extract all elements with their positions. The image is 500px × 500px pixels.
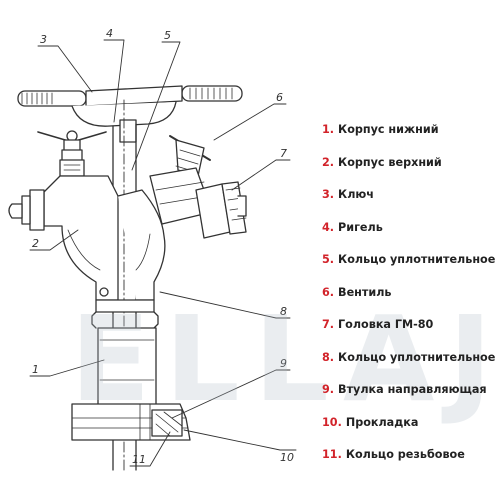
legend-label: Кольцо резьбовое [345, 448, 465, 461]
key-handle [17, 85, 243, 143]
right-valve [149, 135, 213, 225]
svg-text:7: 7 [280, 147, 287, 160]
parts-legend: 1.Корпус нижний 2.Корпус верхний 3.Ключ … [322, 114, 500, 472]
legend-label: Втулка направляющая [338, 383, 487, 396]
legend-item: 6.Вентиль [322, 277, 500, 310]
svg-text:11: 11 [132, 453, 146, 466]
legend-item: 4.Ригель [322, 212, 500, 245]
legend-item: 7.Головка ГМ-80 [322, 309, 500, 342]
legend-item: 2.Корпус верхний [322, 147, 500, 180]
legend-number: 1. [322, 123, 335, 136]
legend-label: Корпус нижний [338, 123, 439, 136]
svg-text:1: 1 [32, 363, 39, 376]
legend-number: 9. [322, 383, 335, 396]
svg-text:4: 4 [106, 27, 113, 40]
legend-label: Ключ [338, 188, 374, 201]
svg-text:2: 2 [32, 237, 39, 250]
callout-11: 11 [132, 453, 146, 466]
upper-body [8, 175, 166, 301]
svg-text:9: 9 [280, 357, 287, 370]
lower-body [91, 287, 159, 409]
legend-number: 8. [322, 350, 335, 364]
legend-label: Ригель [338, 220, 383, 234]
legend-label: Прокладка [345, 415, 419, 429]
callout-7: 7 [280, 147, 287, 160]
callout-10: 10 [280, 451, 294, 464]
callout-6: 6 [276, 91, 283, 104]
legend-number: 7. [322, 318, 335, 331]
legend-number: 11. [322, 448, 342, 461]
coupling-head [195, 181, 247, 239]
svg-text:8: 8 [280, 305, 287, 318]
legend-item: 11.Кольцо резьбовое [322, 439, 500, 472]
legend-item: 1.Корпус нижний [322, 114, 500, 147]
svg-text:10: 10 [280, 451, 294, 464]
legend-item: 8.Кольцо уплотнительное [322, 342, 500, 375]
left-valve [37, 130, 107, 177]
legend-label: Корпус верхний [338, 155, 442, 169]
callout-1: 1 [32, 363, 39, 376]
callout-4: 4 [106, 27, 113, 40]
callout-9: 9 [280, 357, 287, 370]
legend-number: 2. [322, 155, 335, 169]
legend-label: Головка ГМ-80 [338, 318, 434, 331]
legend-item: 9.Втулка направляющая [322, 374, 500, 407]
callout-8: 8 [280, 305, 287, 318]
legend-item: 10.Прокладка [322, 407, 500, 440]
svg-text:6: 6 [276, 91, 283, 104]
legend-label: Кольцо уплотнительное [338, 350, 496, 364]
svg-text:3: 3 [40, 33, 47, 46]
leader-lines [29, 39, 297, 467]
legend-item: 5.Кольцо уплотнительное [322, 244, 500, 277]
legend-number: 4. [322, 220, 335, 234]
callout-3: 3 [40, 33, 47, 46]
legend-label: Вентиль [338, 285, 392, 299]
callout-numbers: 3 4 5 6 7 2 1 8 9 10 11 [32, 27, 294, 466]
legend-number: 6. [322, 285, 335, 299]
legend-label: Кольцо уплотнительное [338, 253, 496, 266]
svg-text:5: 5 [164, 29, 171, 42]
legend-number: 3. [322, 188, 335, 201]
legend-number: 10. [322, 415, 342, 429]
callout-2: 2 [32, 237, 39, 250]
legend-number: 5. [322, 253, 335, 266]
base-flange [71, 403, 191, 441]
callout-5: 5 [164, 29, 171, 42]
legend-item: 3.Ключ [322, 179, 500, 212]
